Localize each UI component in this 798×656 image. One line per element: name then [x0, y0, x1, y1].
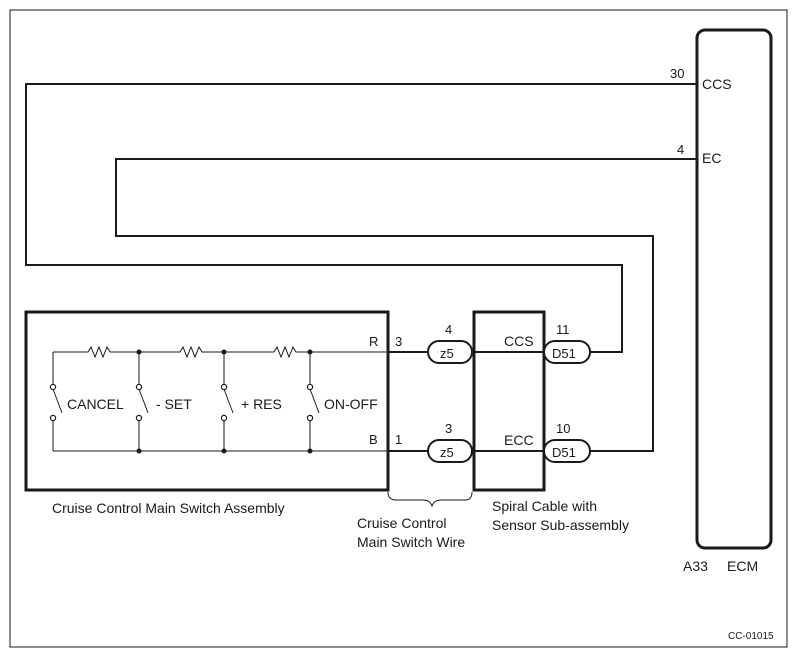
connector-d51-bottom	[543, 439, 591, 463]
connector-d51-bottom-name: D51	[552, 445, 576, 460]
main-switch-wire-label-1: Cruise Control	[357, 515, 446, 531]
switch-res	[220, 349, 234, 454]
connector-d51-top-pin: 11	[556, 322, 570, 337]
ecm-pin-ccs-number: 30	[670, 66, 684, 81]
diagram-frame	[9, 9, 788, 648]
spiral-cable-label-1: Spiral Cable with	[492, 498, 597, 514]
ecm-label: ECM	[727, 558, 758, 574]
spiral-cable-label-2: Sensor Sub-assembly	[492, 517, 629, 533]
connector-d51-bottom-pin: 10	[556, 421, 570, 436]
figure-code: CC-01015	[728, 631, 774, 642]
switch-assembly-label: Cruise Control Main Switch Assembly	[52, 500, 285, 516]
switch-top-rail-wire	[53, 345, 388, 359]
switch-label-cancel: CANCEL	[67, 396, 124, 412]
connector-z5-bottom-pin: 3	[445, 421, 452, 436]
spiral-signal-ecc: ECC	[504, 432, 534, 448]
connector-z5-bottom	[427, 439, 473, 463]
switch-set	[135, 349, 149, 454]
connector-z5-top-name: z5	[440, 346, 454, 361]
terminal-wire-r: R	[369, 334, 378, 349]
switch-label-on-off: ON-OFF	[324, 396, 378, 412]
connector-d51-top	[543, 340, 591, 364]
ecm-block	[695, 28, 773, 550]
main-switch-wire-label-2: Main Switch Wire	[357, 534, 465, 550]
connector-z5-bottom-name: z5	[440, 445, 454, 460]
ecm-pin-ec-name: EC	[702, 150, 721, 166]
switch-on-off	[306, 349, 320, 454]
connector-d51-top-name: D51	[552, 346, 576, 361]
ecm-pin-ccs-name: CCS	[702, 76, 732, 92]
ecm-connector-code: A33	[683, 558, 708, 574]
main-switch-wire-brace	[387, 491, 473, 508]
switch-cancel	[49, 352, 63, 451]
wire-ccs	[25, 83, 697, 353]
switch-label-set: - SET	[156, 396, 192, 412]
switch-assembly-box	[24, 310, 390, 492]
switch-label-res: + RES	[241, 396, 282, 412]
wire-ecc	[115, 158, 697, 452]
ecm-pin-ec-number: 4	[677, 142, 684, 157]
connector-z5-top-pin: 4	[445, 322, 452, 337]
terminal-wire-b: B	[369, 432, 378, 447]
connector-z5-top	[427, 340, 473, 364]
terminal-pin-1: 1	[395, 432, 402, 447]
spiral-signal-ccs: CCS	[504, 333, 534, 349]
terminal-pin-3: 3	[395, 334, 402, 349]
spiral-cable-box	[472, 310, 546, 492]
